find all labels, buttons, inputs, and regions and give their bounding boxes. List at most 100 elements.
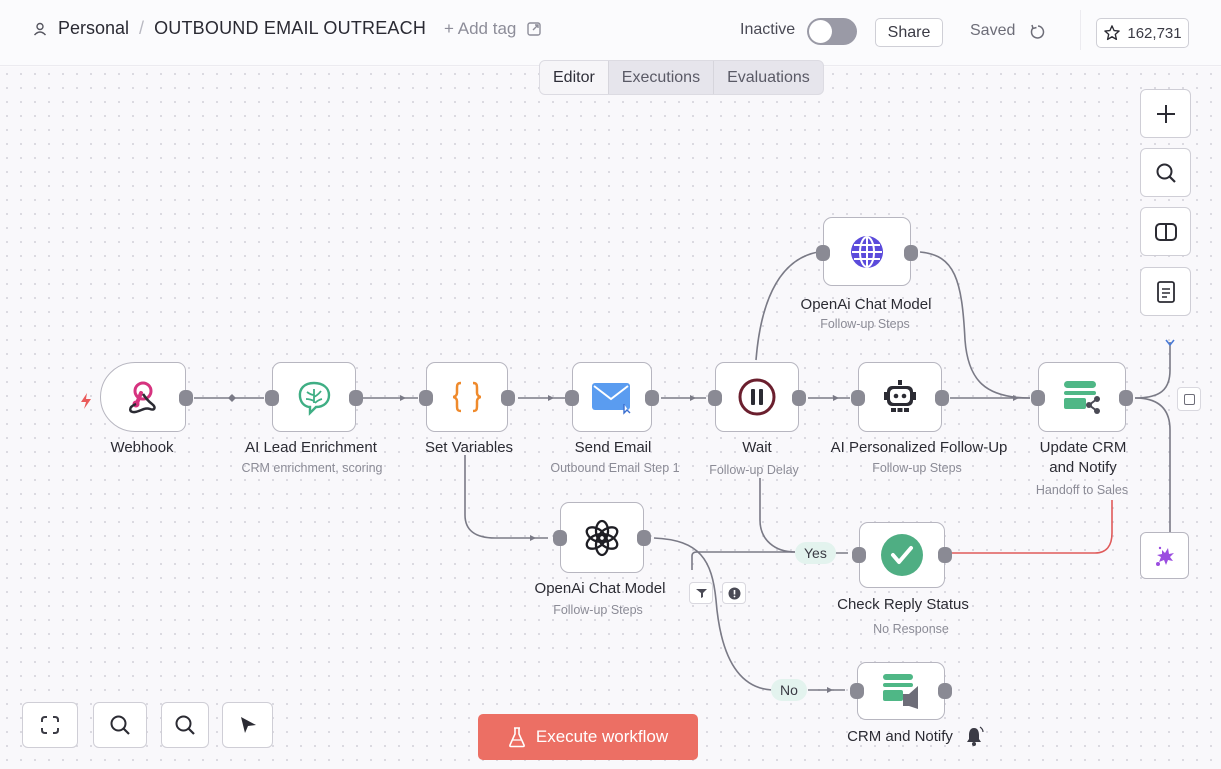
node-ai-lead-enrichment[interactable] (265, 362, 363, 432)
braces-icon (452, 381, 482, 413)
node-label: OpenAi Chat Model (800, 296, 932, 313)
node-label: CRM and Notify (847, 728, 953, 745)
email-icon (592, 383, 631, 415)
checkmark-circle-icon (881, 534, 923, 576)
node-subtitle: Outbound Email Step 1 (550, 461, 680, 475)
tab-evaluations[interactable]: Evaluations (727, 68, 810, 86)
fit-view-icon (41, 716, 59, 734)
output-handle[interactable] (179, 390, 193, 406)
input-handle[interactable] (708, 390, 722, 406)
node-subtitle: Follow-up Delay (709, 463, 799, 477)
add-node-button[interactable] (1140, 89, 1191, 138)
node-set-variables[interactable] (419, 362, 515, 432)
output-handle[interactable] (1119, 390, 1133, 406)
node-subtitle: Handoff to Sales (1035, 483, 1129, 497)
node-update-crm-and-notify[interactable] (1031, 362, 1133, 432)
node-send-email[interactable] (565, 362, 659, 432)
input-handle[interactable] (850, 683, 864, 699)
globe-icon (851, 235, 883, 268)
saved-status: Saved (970, 22, 1016, 39)
pointer-tool-button[interactable] (222, 702, 273, 748)
add-tag-button[interactable]: + Add tag (444, 18, 517, 38)
input-handle[interactable] (553, 530, 567, 546)
crm-share-icon (1064, 381, 1100, 414)
fit-view-button[interactable] (22, 702, 78, 748)
zoom-in-icon (110, 715, 130, 735)
execute-workflow-button[interactable]: Execute workflow (478, 714, 698, 760)
input-handle[interactable] (816, 245, 830, 261)
crm-speaker-icon (883, 674, 918, 709)
filter-button[interactable] (689, 582, 713, 604)
sticky-note-button[interactable] (1140, 267, 1191, 316)
output-handle[interactable] (938, 683, 952, 699)
square-icon (1183, 393, 1195, 405)
workflow-title[interactable]: OUTBOUND EMAIL OUTREACH (154, 18, 427, 38)
node-openai-chat-model-bottom[interactable] (553, 502, 651, 573)
star-icon (1104, 25, 1121, 41)
output-handle[interactable] (904, 245, 918, 261)
external-link-icon[interactable] (526, 21, 542, 37)
top-header: Personal / OUTBOUND EMAIL OUTREACH + Add… (0, 0, 1221, 66)
node-purple-splash[interactable] (1140, 532, 1189, 579)
input-handle[interactable] (419, 390, 433, 406)
output-handle[interactable] (501, 390, 515, 406)
search-icon (1156, 163, 1176, 183)
node-openai-chat-model-top[interactable] (816, 217, 918, 286)
view-tabs: Editor Executions Evaluations (539, 60, 824, 95)
input-handle[interactable] (852, 547, 866, 563)
tab-editor[interactable]: Editor (540, 61, 609, 94)
input-handle[interactable] (851, 390, 865, 406)
search-nodes-button[interactable] (1140, 148, 1191, 197)
branch-yes-label: Yes (795, 542, 836, 564)
split-panel-icon (1154, 222, 1177, 241)
node-label: OpenAi Chat Model (534, 580, 666, 597)
stars-count: 162,731 (1127, 24, 1182, 42)
output-handle[interactable] (792, 390, 806, 406)
node-check-reply-status[interactable] (852, 522, 952, 588)
brain-icon (298, 381, 331, 416)
info-button[interactable] (722, 582, 746, 604)
node-webhook[interactable] (100, 362, 193, 432)
output-handle[interactable] (935, 390, 949, 406)
tab-executions[interactable]: Executions (609, 61, 715, 94)
add-output-button[interactable] (1177, 387, 1201, 411)
plus-icon (1156, 104, 1175, 123)
node-label: Set Variables (424, 439, 514, 456)
node-label: AI Lead Enrichment (245, 439, 377, 456)
execute-workflow-label: Execute workflow (535, 727, 669, 746)
active-status-label: Inactive (740, 21, 796, 38)
github-stars-button[interactable]: 162,731 (1096, 18, 1189, 48)
history-icon[interactable] (1029, 23, 1047, 41)
splash-icon (1155, 546, 1174, 566)
output-handle[interactable] (637, 530, 651, 546)
input-handle[interactable] (565, 390, 579, 406)
share-button[interactable]: Share (875, 18, 943, 47)
input-handle[interactable] (265, 390, 279, 406)
bell-icon (967, 726, 984, 746)
active-toggle[interactable] (807, 18, 857, 45)
zoom-out-button[interactable] (161, 702, 209, 748)
output-handle[interactable] (938, 547, 952, 563)
pause-icon (738, 378, 776, 416)
zoom-in-button[interactable] (93, 702, 147, 748)
input-handle[interactable] (1031, 390, 1045, 406)
filter-icon (695, 589, 707, 598)
breadcrumb-separator: / (139, 18, 145, 38)
node-label: AI Personalized Follow-Up (830, 439, 1008, 456)
node-subtitle: No Response (873, 622, 949, 636)
node-label: Update CRM (1039, 439, 1127, 456)
node-subtitle: Follow-up Steps (872, 461, 962, 475)
node-wait[interactable] (708, 362, 806, 432)
toggle-panel-button[interactable] (1140, 207, 1191, 256)
node-crm-and-notify[interactable] (850, 662, 952, 720)
info-icon (728, 587, 740, 599)
breadcrumb: Personal / OUTBOUND EMAIL OUTREACH + Add… (32, 18, 542, 39)
node-ai-personalized-follow-up[interactable] (851, 362, 949, 432)
node-label: Wait (742, 439, 772, 456)
header-divider (1080, 10, 1081, 50)
document-icon (1156, 280, 1175, 303)
output-handle[interactable] (349, 390, 363, 406)
output-handle[interactable] (645, 390, 659, 406)
breadcrumb-personal[interactable]: Personal (58, 18, 130, 38)
openai-icon (585, 519, 619, 556)
